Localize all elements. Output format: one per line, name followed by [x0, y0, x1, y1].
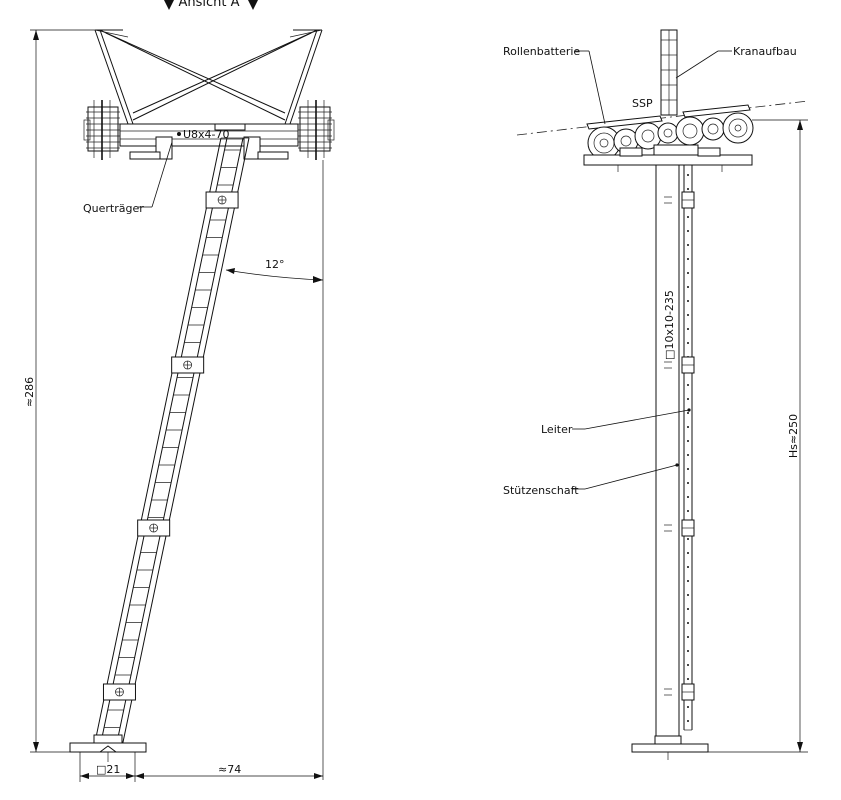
shaft-profile-label: □10x10-235: [663, 290, 676, 360]
side-clamp: [664, 191, 695, 209]
ladder-dot: [687, 720, 689, 722]
side-clamp: [664, 356, 695, 374]
ladder-dot: [687, 314, 689, 316]
ladder-dot: [687, 622, 689, 624]
side-callouts: Leiter Stützenschaft: [503, 408, 691, 497]
ladder-dot: [687, 664, 689, 666]
base-dimension-label: □21: [96, 763, 120, 776]
ladder-dot: [687, 272, 689, 274]
side-clamps: [664, 191, 695, 701]
rope-line: [516, 100, 809, 136]
bottom-dimensions: □21 ≈74: [79, 752, 323, 782]
roller-battery-label: Rollenbatterie: [503, 45, 580, 58]
ladder-rungs: [100, 149, 241, 746]
x-frame: [94, 29, 323, 125]
ladder-dot: [687, 230, 689, 232]
ladder-dot: [687, 384, 689, 386]
roller-battery: [586, 104, 754, 160]
right-view: Rollenbatterie Kranaufbau SSP □10x10-235…: [503, 29, 809, 760]
crane-mast: [660, 29, 678, 116]
ladder-dot: [687, 678, 689, 680]
crane-label: Kranaufbau: [733, 45, 797, 58]
ladder-dot: [687, 636, 689, 638]
ladder-dot: [687, 482, 689, 484]
ladder-dot: [687, 510, 689, 512]
shaft-clamp: [171, 356, 205, 374]
ladder-dot: [687, 650, 689, 652]
ladder-dot: [687, 608, 689, 610]
ladder-dot: [687, 216, 689, 218]
side-clamp: [664, 519, 695, 537]
height-dimension: ≈286: [23, 29, 95, 753]
ladder-dot: [687, 454, 689, 456]
ladder-side-dots: [687, 174, 689, 722]
ladder-dot: [687, 538, 689, 540]
support-shaft: □10x10-235: [655, 165, 695, 745]
cross-beam: U8x4-70: [119, 123, 299, 160]
crossbeam-callout: Querträger: [83, 141, 173, 215]
shaft-label: Stützenschaft: [503, 484, 579, 497]
angle-dimension: 12°: [225, 160, 324, 780]
view-title: Ansicht A: [178, 0, 239, 10]
ladder-dot: [687, 594, 689, 596]
view-header: Ansicht A: [164, 0, 258, 10]
ladder-dot: [687, 468, 689, 470]
ladder-dot: [687, 412, 689, 414]
ladder-dot: [687, 580, 689, 582]
shaft-clamp: [137, 519, 171, 537]
ladder-clamps: [102, 191, 239, 701]
hs-label: Hs≈250: [787, 414, 800, 458]
ssp-label: SSP: [632, 97, 653, 110]
shaft-clamp: [205, 191, 239, 209]
height-label: ≈286: [23, 377, 36, 407]
ladder-dot: [687, 496, 689, 498]
shaft-clamp: [102, 683, 136, 701]
top-callouts: Rollenbatterie Kranaufbau SSP: [503, 45, 797, 125]
view-arrow-right-icon: [248, 0, 258, 10]
width-dimension-label: ≈74: [218, 763, 241, 776]
ladder-dot: [687, 426, 689, 428]
ladder-dot: [687, 188, 689, 190]
inclined-shaft: [93, 137, 250, 748]
ladder-dot: [687, 342, 689, 344]
ladder-dot: [687, 286, 689, 288]
left-view: ≈286 U8x4-70: [23, 29, 335, 782]
ladder-dot: [687, 300, 689, 302]
ladder-dot: [687, 566, 689, 568]
angle-label: 12°: [265, 258, 285, 271]
support-head: [583, 144, 753, 172]
ladder-dot: [687, 552, 689, 554]
ladder-dot: [687, 174, 689, 176]
view-arrow-left-icon: [164, 0, 174, 10]
profile-label: U8x4-70: [183, 128, 230, 141]
crossbeam-label: Querträger: [83, 202, 144, 215]
roller-assembly-right: [298, 100, 335, 160]
ladder-dot: [687, 398, 689, 400]
hs-dimension: Hs≈250: [708, 119, 808, 753]
ladder-dot: [687, 440, 689, 442]
base-plate-left: [69, 734, 147, 762]
ladder-dot: [687, 328, 689, 330]
ladder-dot: [687, 258, 689, 260]
ladder-label: Leiter: [541, 423, 573, 436]
ladder-dot: [687, 244, 689, 246]
side-clamp: [664, 683, 695, 701]
ladder-dot: [687, 706, 689, 708]
base-plate-right: [631, 735, 709, 760]
roller-assembly-left: [83, 100, 120, 160]
